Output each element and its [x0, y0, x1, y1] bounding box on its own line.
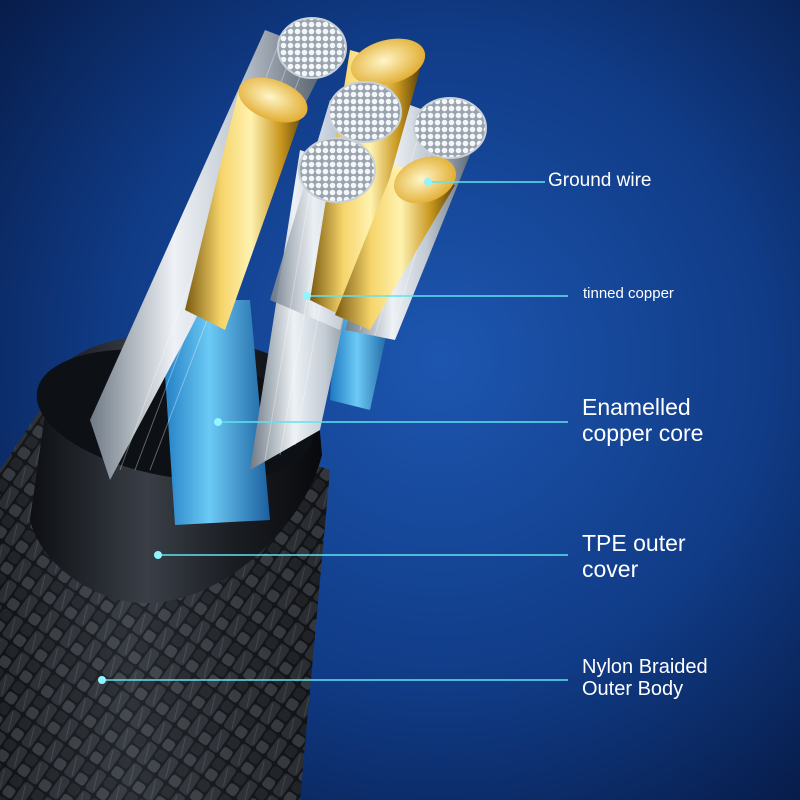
label-tinned-copper-text: tinned copper	[583, 285, 674, 302]
strand-end-front	[298, 137, 376, 203]
gold-end-top	[350, 38, 426, 86]
strand-end-top	[277, 17, 347, 79]
label-tpe-line1: TPE outer	[582, 530, 686, 556]
label-ground-wire-text: Ground wire	[548, 170, 652, 191]
leader-dot-nylon	[98, 676, 106, 684]
strand-end-center	[328, 81, 402, 143]
gold-core-left	[185, 85, 305, 330]
blue-insulation	[160, 300, 270, 525]
label-tinned-copper: tinned copper	[583, 285, 674, 303]
label-nylon-line2: Outer Body	[582, 678, 684, 701]
label-tpe-line2: cover	[582, 555, 639, 582]
label-nylon-line1: Nylon Braided	[582, 656, 708, 678]
label-ground-wire: Ground wire	[548, 170, 652, 191]
strand-end-right	[413, 97, 487, 159]
leader-dot-tpe	[154, 551, 162, 559]
label-nylon-braided-outer-body: Nylon Braided Outer Body	[582, 656, 708, 701]
gold-core-right	[335, 165, 455, 330]
leader-dot-tinned	[303, 292, 311, 300]
leader-dot-enamelled	[214, 418, 222, 426]
label-enamelled-copper-core: Enamelled copper core	[582, 394, 704, 447]
leader-dot-ground	[424, 178, 432, 186]
gold-end-left	[238, 77, 308, 123]
label-enamelled-line1: Enamelled	[582, 394, 691, 420]
label-enamelled-line2: copper core	[582, 419, 704, 446]
label-tpe-outer-cover: TPE outer cover	[582, 530, 686, 583]
